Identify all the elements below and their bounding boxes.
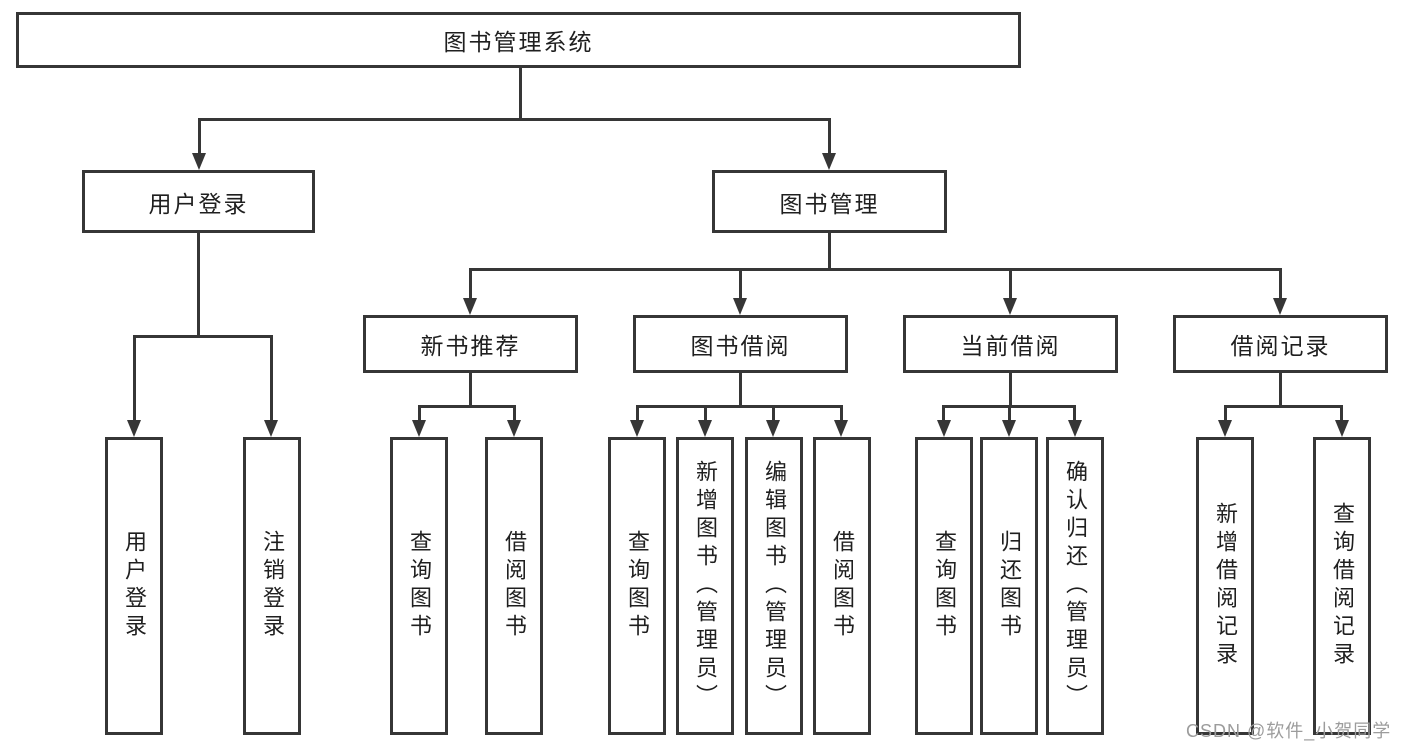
arrow-down-icon: [1335, 420, 1349, 437]
connector-drop: [704, 405, 707, 422]
connector-drop: [636, 405, 639, 422]
leaf-query-borrow-record: 查询借阅记录: [1313, 437, 1371, 735]
leaf-label: 查询借阅记录: [1330, 502, 1355, 670]
arrow-down-icon: [822, 153, 836, 170]
leaf-add-borrow-record: 新增借阅记录: [1196, 437, 1254, 735]
leaf-label: 新增借阅记录: [1213, 502, 1238, 670]
leaf-label: 新增图书（管理员）: [693, 460, 718, 712]
leaf-label: 注销登录: [260, 530, 285, 642]
node-user-login: 用户登录: [82, 170, 315, 233]
arrow-down-icon: [766, 420, 780, 437]
node-label: 新书推荐: [420, 333, 521, 359]
leaf-label: 查询图书: [625, 530, 650, 642]
connector-level3-rail: [469, 268, 1282, 271]
node-book-management: 图书管理: [712, 170, 947, 233]
leaf-query-books-current: 查询图书: [915, 437, 973, 735]
connector-drop: [418, 405, 421, 422]
connector-drop-user-login: [198, 118, 201, 156]
connector-new-book-rail: [418, 405, 515, 408]
arrow-down-icon: [1273, 298, 1287, 315]
leaf-query-books-recommend: 查询图书: [390, 437, 448, 735]
leaf-label: 查询图书: [407, 530, 432, 642]
connector-level2-rail: [198, 118, 831, 121]
leaf-label: 查询图书: [932, 530, 957, 642]
connector-drop-new-book: [469, 268, 472, 301]
leaf-borrow-books-recommend: 借阅图书: [485, 437, 543, 735]
arrow-down-icon: [1068, 420, 1082, 437]
connector-drop: [840, 405, 843, 422]
connector-user-login-stem: [197, 233, 200, 337]
connector-drop: [1073, 405, 1076, 422]
leaf-label: 借阅图书: [830, 530, 855, 642]
arrow-down-icon: [412, 420, 426, 437]
connector-book-management-stem: [828, 233, 831, 270]
connector-drop: [772, 405, 775, 422]
leaf-query-books-borrow: 查询图书: [608, 437, 666, 735]
node-label: 用户登录: [148, 190, 249, 217]
arrow-down-icon: [463, 298, 477, 315]
arrow-down-icon: [507, 420, 521, 437]
node-new-book-recommend: 新书推荐: [363, 315, 578, 373]
leaf-label: 确认归还（管理员）: [1063, 460, 1088, 712]
arrow-down-icon: [630, 420, 644, 437]
connector-drop: [1340, 405, 1343, 422]
node-label: 图书管理系统: [443, 29, 594, 55]
leaf-borrow-books: 借阅图书: [813, 437, 871, 735]
leaf-edit-books-admin: 编辑图书（管理员）: [745, 437, 803, 735]
arrow-down-icon: [733, 298, 747, 315]
node-label: 图书借阅: [690, 333, 791, 359]
connector-book-borrow-rail: [636, 405, 843, 408]
connector-drop-book-borrow: [739, 268, 742, 301]
node-borrow-records: 借阅记录: [1173, 315, 1388, 373]
connector-drop-leaf-logout: [270, 335, 273, 421]
arrow-down-icon: [698, 420, 712, 437]
connector-drop: [513, 405, 516, 422]
connector-current-borrow-stem: [1009, 373, 1012, 408]
arrow-down-icon: [1002, 420, 1016, 437]
leaf-label: 借阅图书: [502, 530, 527, 642]
arrow-down-icon: [937, 420, 951, 437]
leaf-return-books: 归还图书: [980, 437, 1038, 735]
arrow-down-icon: [192, 153, 206, 170]
connector-drop: [1008, 405, 1011, 422]
connector-drop-leaf-user-login: [133, 335, 136, 421]
arrow-down-icon: [834, 420, 848, 437]
connector-borrow-records-rail: [1224, 405, 1343, 408]
connector-new-book-stem: [469, 373, 472, 408]
connector-borrow-records-stem: [1279, 373, 1282, 408]
leaf-confirm-return-admin: 确认归还（管理员）: [1046, 437, 1104, 735]
arrow-down-icon: [127, 420, 141, 437]
connector-drop-book-management: [828, 118, 831, 156]
leaf-logout: 注销登录: [243, 437, 301, 735]
node-book-borrow: 图书借阅: [633, 315, 848, 373]
node-library-management-system: 图书管理系统: [16, 12, 1021, 68]
connector-drop: [1224, 405, 1227, 422]
leaf-label: 归还图书: [997, 530, 1022, 642]
connector-drop: [942, 405, 945, 422]
arrow-down-icon: [1218, 420, 1232, 437]
csdn-watermark: CSDN @软件_小贺同学: [1186, 721, 1392, 741]
leaf-user-login: 用户登录: [105, 437, 163, 735]
leaf-label: 用户登录: [122, 530, 147, 642]
connector-drop-current-borrow: [1009, 268, 1012, 301]
leaf-add-books-admin: 新增图书（管理员）: [676, 437, 734, 735]
connector-user-login-rail: [133, 335, 273, 338]
connector-book-borrow-stem: [739, 373, 742, 408]
connector-drop-borrow-records: [1279, 268, 1282, 301]
connector-root-stem: [519, 68, 522, 118]
leaf-label: 编辑图书（管理员）: [762, 460, 787, 712]
node-label: 图书管理: [779, 190, 880, 217]
node-current-borrow: 当前借阅: [903, 315, 1118, 373]
arrow-down-icon: [264, 420, 278, 437]
node-label: 当前借阅: [960, 333, 1061, 359]
arrow-down-icon: [1003, 298, 1017, 315]
node-label: 借阅记录: [1230, 333, 1331, 359]
